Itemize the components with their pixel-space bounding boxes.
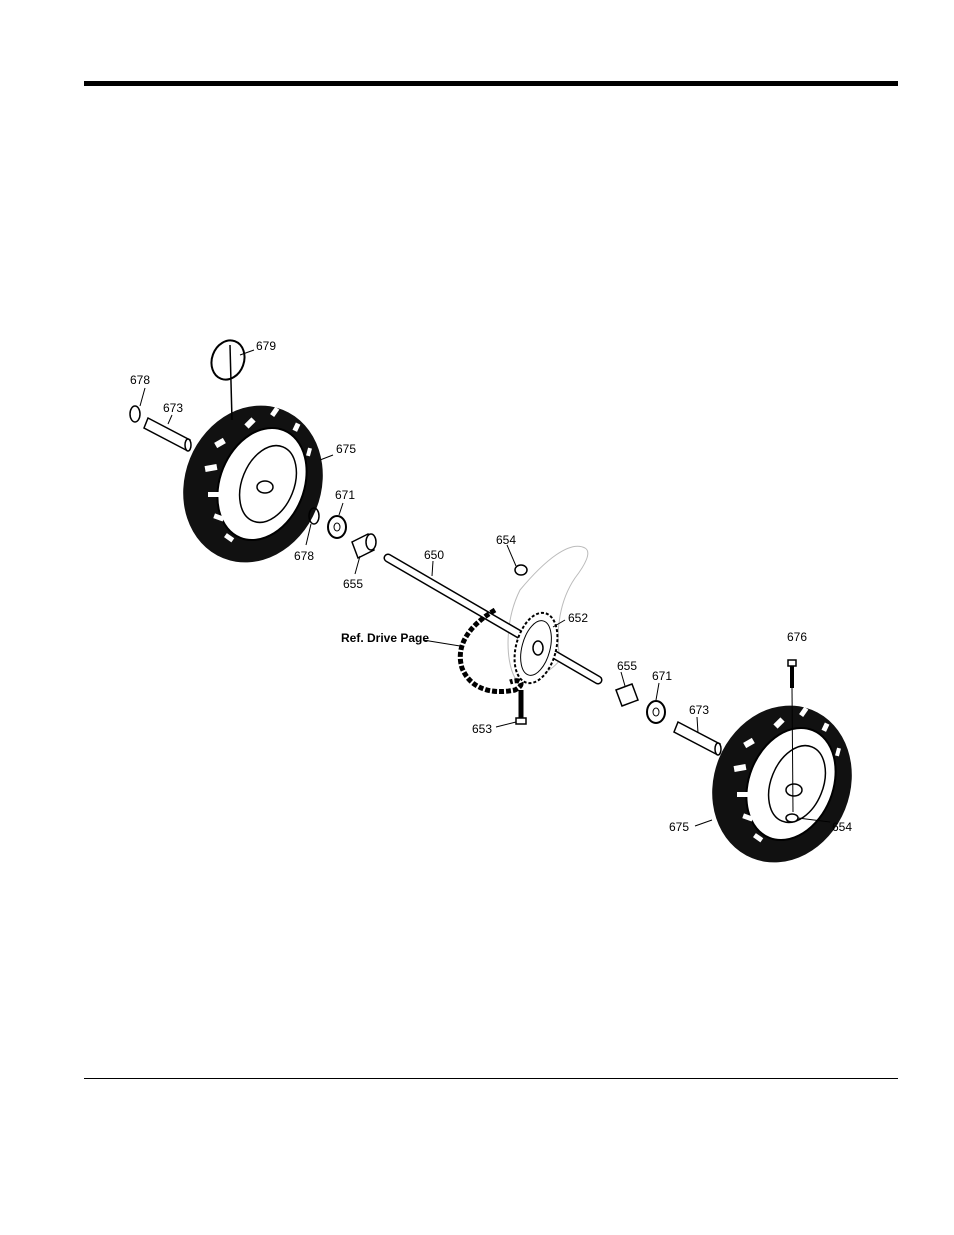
sprocket [507, 608, 564, 688]
callout-654-top: 654 [496, 533, 516, 547]
axle-shaft [388, 558, 598, 680]
callout-654-right: 654 [832, 820, 852, 834]
callout-671-left: 671 [335, 488, 355, 502]
callout-655-left: 655 [343, 577, 363, 591]
callout-650: 650 [424, 548, 444, 562]
callout-678-left: 678 [130, 373, 150, 387]
callout-673-left: 673 [163, 401, 183, 415]
callout-655-right: 655 [617, 659, 637, 673]
right-wheel [689, 684, 875, 883]
left-wheel [160, 384, 346, 583]
callout-653: 653 [472, 722, 492, 736]
footer-rule [84, 1078, 898, 1079]
callout-652: 652 [568, 611, 588, 625]
callout-679: 679 [256, 339, 276, 353]
callout-671-right: 671 [652, 669, 672, 683]
callout-678-lower: 678 [294, 549, 314, 563]
callout-676: 676 [787, 630, 807, 644]
callout-675-right: 675 [669, 820, 689, 834]
callout-675-left: 675 [336, 442, 356, 456]
callout-673-right: 673 [689, 703, 709, 717]
ref-drive-page-label: Ref. Drive Page [341, 631, 429, 645]
